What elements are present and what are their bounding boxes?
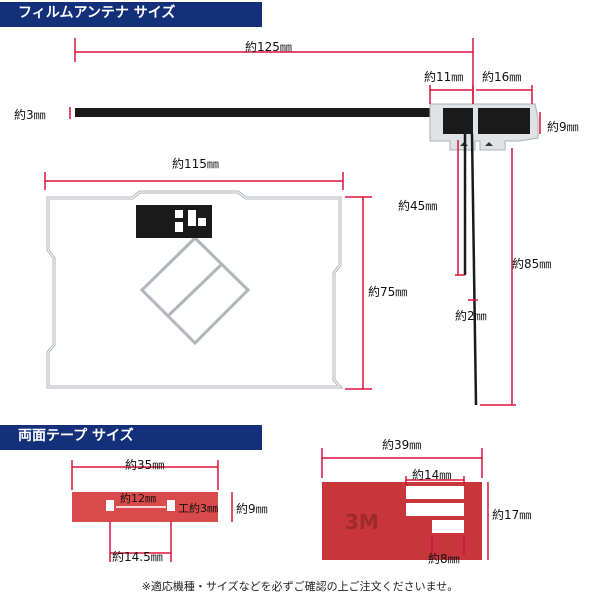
film-feed-block (136, 205, 212, 238)
footnote: ※適応機種・サイズなどを必ずご確認の上ご注文くださいませ。 (141, 580, 459, 593)
large-tape (322, 482, 482, 560)
dim-part-left: 約11㎜ (424, 70, 464, 84)
dim-lead-long: 約85㎜ (512, 257, 552, 271)
dim-small-tape-height: 約9㎜ (236, 502, 268, 516)
dim-part-right: 約16㎜ (482, 70, 522, 84)
dim-small-tape-span: 約14.5㎜ (112, 550, 163, 564)
tape-size-banner: 両面テープ サイズ (0, 425, 262, 450)
dim-small-tape-inner: 約12㎜ (120, 492, 156, 505)
brand-3m-logo: 3M (345, 510, 379, 534)
dim-block-height: 約9㎜ (547, 120, 579, 134)
dim-small-tape-width: 約35㎜ (125, 458, 165, 472)
antenna-strip (75, 103, 539, 151)
dim-lines (44, 38, 541, 406)
antenna-leads (463, 133, 478, 406)
dim-small-tape-hole: 工約3㎜ (178, 500, 218, 516)
film-antenna-size-banner: フィルムアンテナ サイズ (0, 2, 262, 27)
film-pattern-inner (47, 191, 342, 388)
dim-large-tape-height: 約17㎜ (492, 508, 532, 522)
hole-marker-icon: 工 (178, 502, 189, 515)
dim-lead-width: 約2㎜ (455, 309, 487, 323)
dim-large-tape-inner: 約14㎜ (412, 468, 452, 482)
dim-large-tape-inner-small: 約8㎜ (428, 552, 460, 566)
dim-large-tape-width: 約39㎜ (382, 438, 422, 452)
dim-film-height: 約75㎜ (368, 285, 408, 299)
large-tape-dims (321, 448, 489, 560)
dim-width-total: 約125㎜ (245, 40, 292, 54)
film-diamond (139, 235, 251, 346)
dim-small-tape-hole-value: 約3㎜ (189, 502, 218, 515)
dim-lead-short: 約45㎜ (398, 199, 438, 213)
dim-thickness: 約3㎜ (14, 108, 46, 122)
small-tape-dims (71, 460, 233, 562)
dim-film-width: 約115㎜ (172, 157, 219, 171)
